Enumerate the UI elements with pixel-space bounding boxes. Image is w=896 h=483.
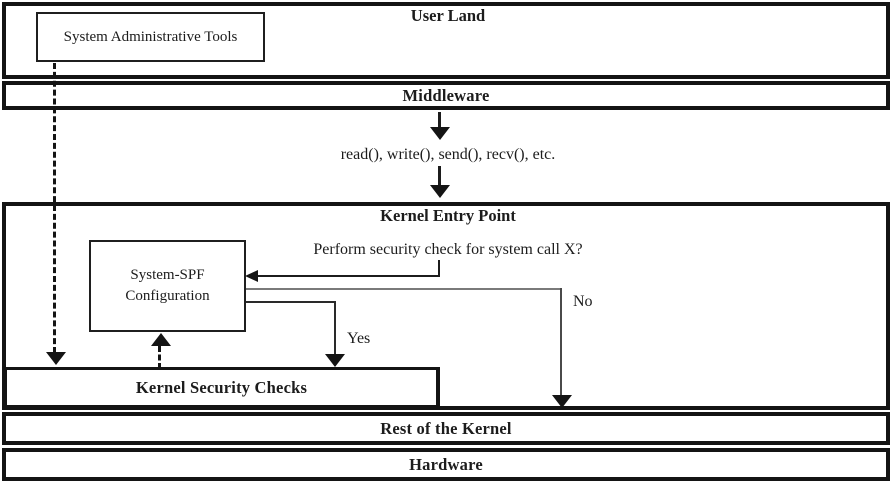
system-admin-tools-box: System Administrative Tools — [36, 12, 265, 62]
userland-title: User Land — [410, 6, 486, 25]
spf-configuration-label: System-SPF Configuration — [125, 267, 210, 304]
no-branch-label: No — [573, 293, 593, 310]
syscalls-to-kernel-arrowhead — [430, 185, 450, 198]
ksc-to-spf-arrowhead — [151, 333, 171, 346]
middleware-title: Middleware — [402, 85, 490, 105]
middleware-to-syscalls-arrowhead — [430, 127, 450, 140]
yes-branch-label: Yes — [347, 330, 371, 347]
system-admin-tools-label: System Administrative Tools — [63, 28, 238, 45]
yes-branch-line-vertical — [334, 301, 336, 355]
question-to-spf-arrowhead — [245, 270, 258, 282]
rest-of-kernel-title: Rest of the Kernel — [380, 418, 512, 438]
userland-box — [2, 2, 890, 79]
question-to-spf-line-vertical — [438, 260, 440, 277]
hardware-bar: Hardware — [2, 448, 890, 481]
syscalls-to-kernel-arrow-line — [438, 166, 441, 186]
middleware-bar: Middleware — [2, 81, 890, 110]
yes-branch-line-horizontal — [246, 301, 335, 303]
no-branch-line-vertical — [560, 288, 562, 396]
kernel-security-checks-box: Kernel Security Checks — [3, 367, 440, 409]
middleware-to-syscalls-arrow-line — [438, 112, 441, 128]
rest-of-kernel-bar: Rest of the Kernel — [2, 412, 890, 445]
question-to-spf-line-horizontal — [256, 275, 440, 277]
kernel-entry-box — [2, 202, 890, 410]
security-check-question: Perform security check for system call X… — [313, 241, 583, 258]
hardware-title: Hardware — [409, 454, 483, 474]
syscalls-label: read(), write(), send(), recv(), etc. — [340, 146, 556, 163]
kernel-entry-title: Kernel Entry Point — [380, 206, 516, 225]
admin-to-ksc-arrowhead — [46, 352, 66, 365]
ksc-to-spf-dashed-line — [158, 346, 161, 369]
yes-branch-arrowhead — [325, 354, 345, 367]
kernel-security-checks-title: Kernel Security Checks — [135, 377, 308, 397]
no-branch-line-horizontal — [246, 288, 562, 290]
admin-to-ksc-dashed-line — [53, 63, 56, 353]
spf-configuration-box: System-SPF Configuration — [89, 240, 246, 332]
no-branch-arrowhead — [552, 395, 572, 408]
